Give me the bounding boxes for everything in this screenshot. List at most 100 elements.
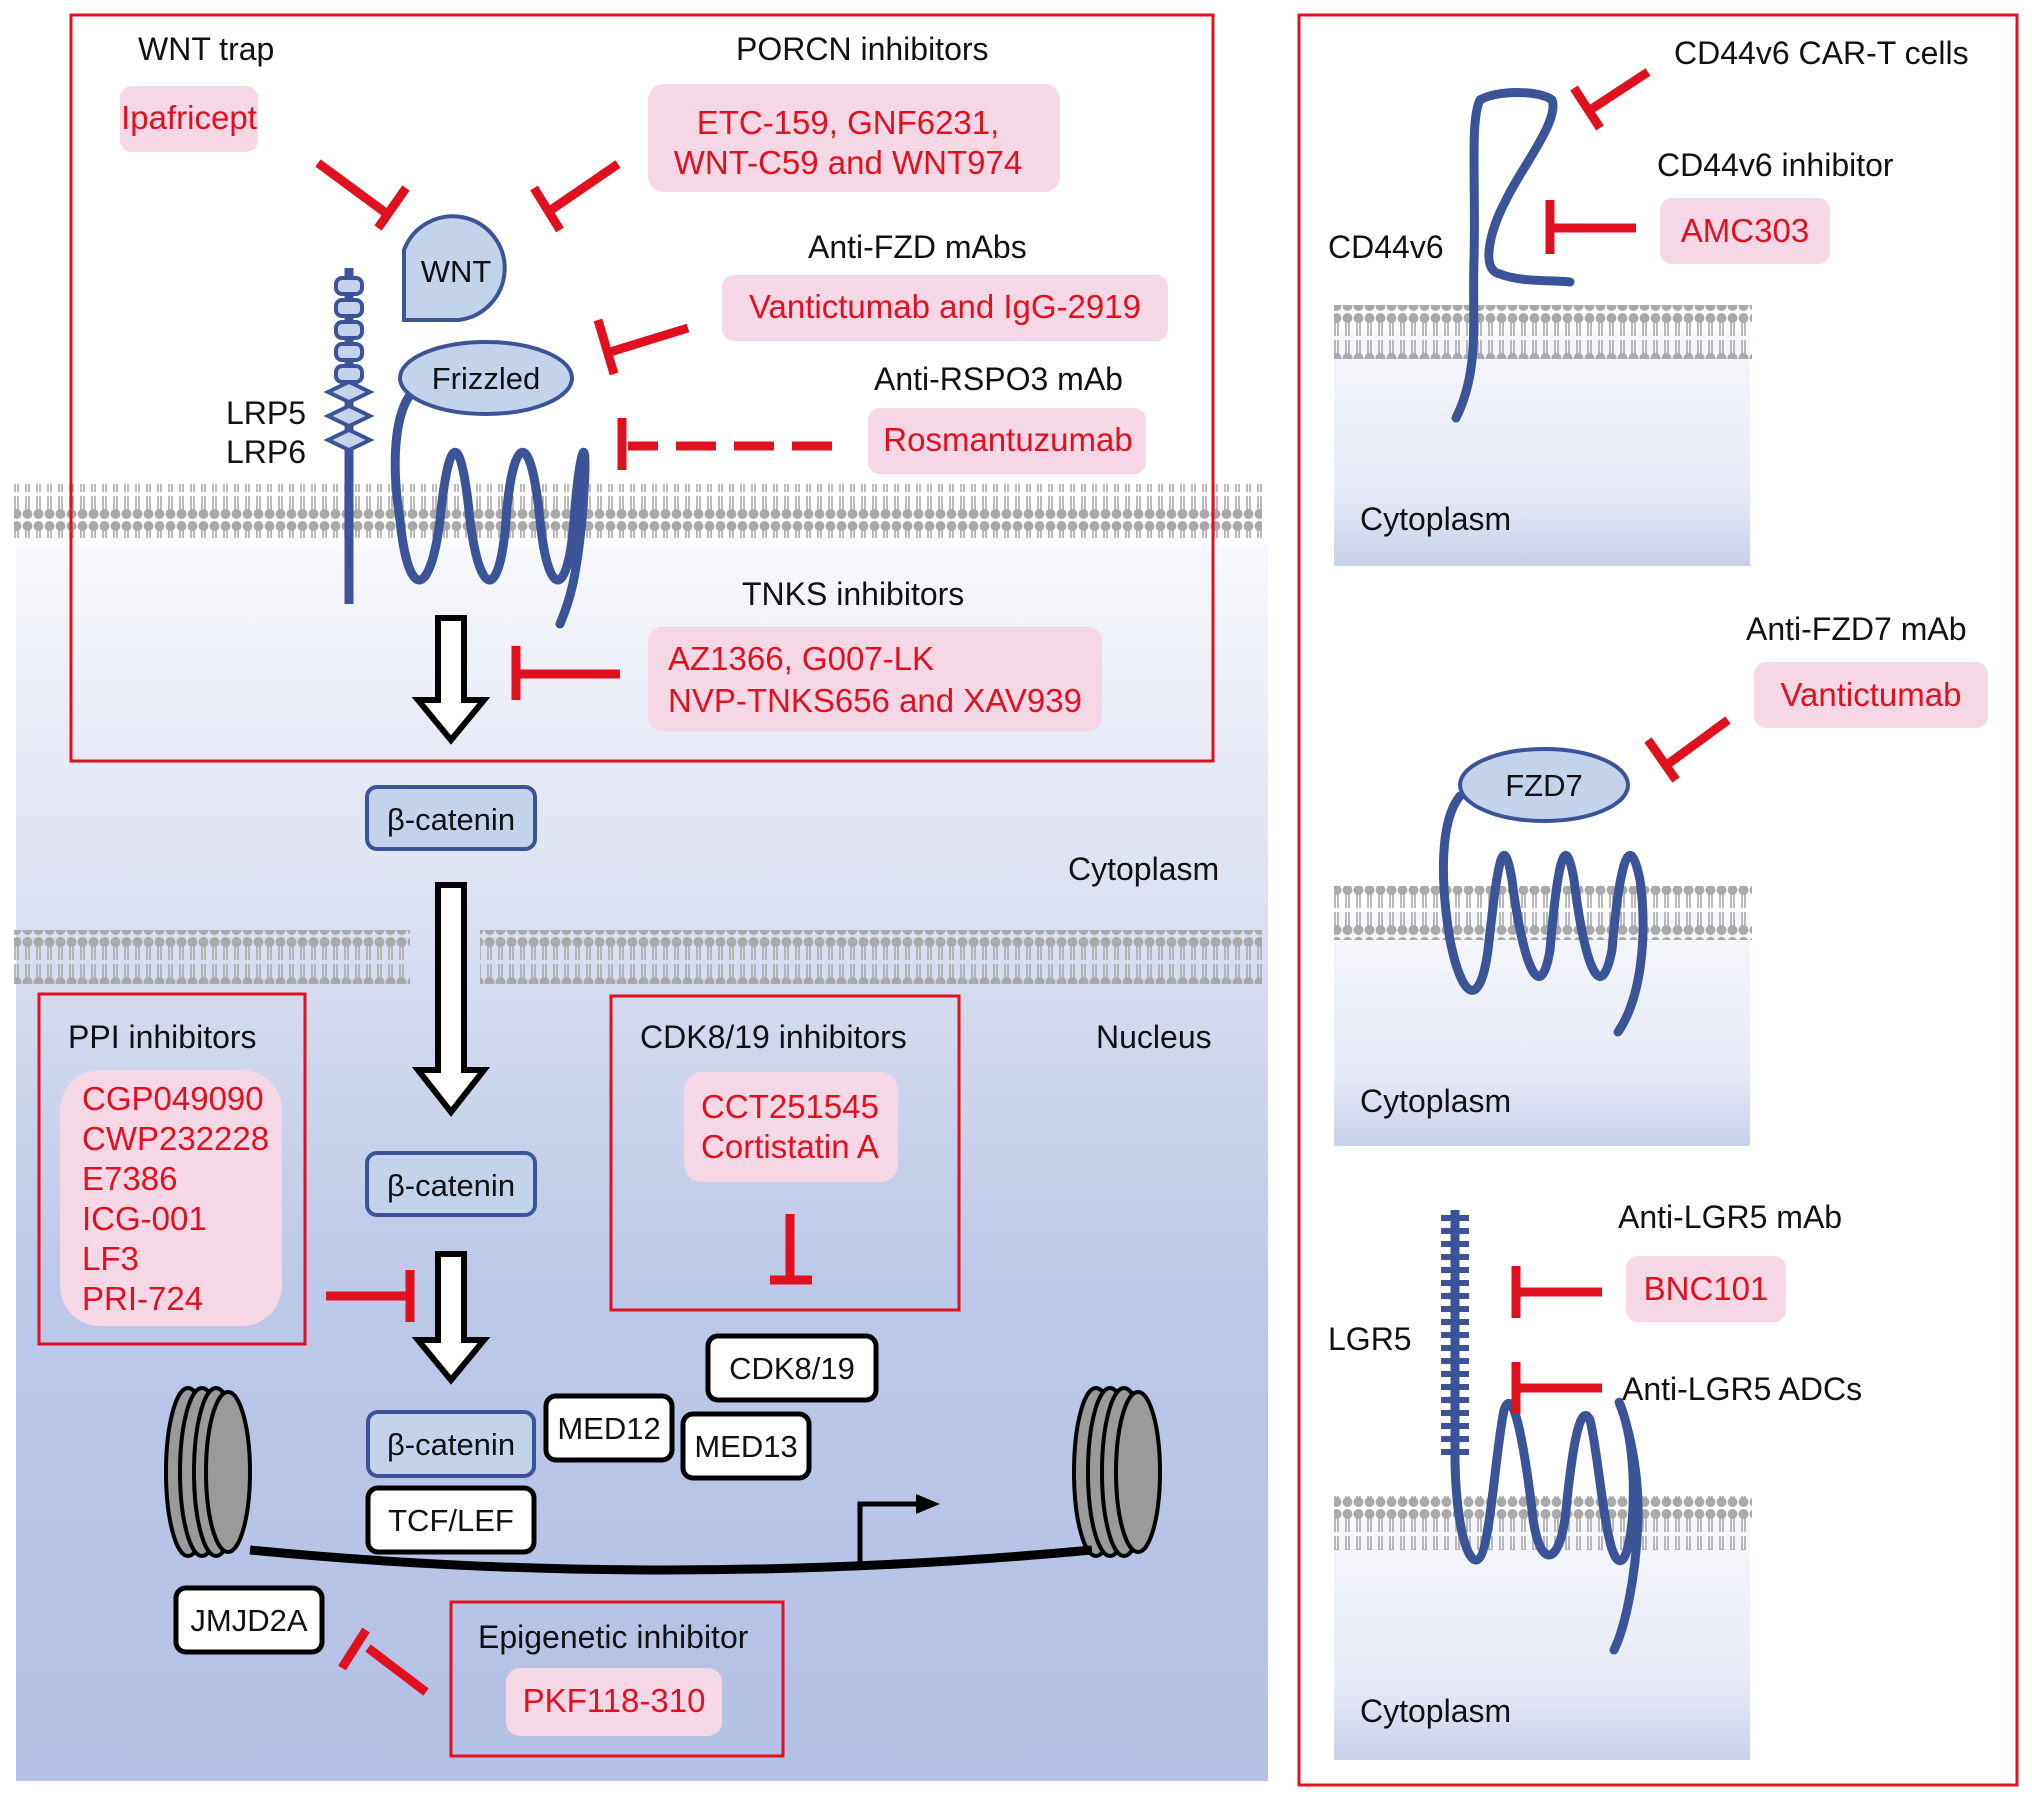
ppi-inhibitors-frame (37, 992, 307, 1346)
inhibit-epigenetic-icon (338, 1627, 429, 1696)
cytoplasm-label: Cytoplasm (1360, 1693, 1511, 1729)
ppi-title: PPI inhibitors (68, 1019, 257, 1055)
drug-item: E7386 (82, 1160, 177, 1197)
drug-box-vantictumab (1754, 662, 1988, 728)
drug-item: CGP049090 (82, 1080, 264, 1117)
drug-box-ipafricept: Ipafricept (120, 86, 258, 152)
wnt-label: WNT (421, 254, 492, 289)
lgr5-section: LGR5 Anti-LGR5 mAb BNC101 Anti-LGR5 ADCs… (1328, 1199, 1862, 1760)
nucleus-label: Nucleus (1096, 1019, 1212, 1055)
dna-strand (249, 1545, 1093, 1575)
svg-text:TCF/LEF: TCF/LEF (388, 1503, 514, 1538)
drug-bnc101: BNC101 (1644, 1270, 1769, 1307)
drug-item: CWP232228 (82, 1120, 269, 1157)
fzd7-section: FZD7 Anti-FZD7 mAb Vantictumab Cytoplasm (1334, 611, 1988, 1146)
nuclear-membrane-left (14, 930, 410, 984)
inhibit-bnc101-icon (1511, 1266, 1602, 1318)
arrow-down-icon (411, 882, 491, 1117)
ppi-drug-list: CGP049090 CWP232228 E7386 ICG-001 LF3 PR… (82, 1080, 269, 1317)
drug-tnks-line1: AZ1366, G007-LK (668, 640, 934, 677)
svg-text:β-catenin: β-catenin (387, 1168, 515, 1203)
membrane (1334, 305, 1752, 359)
wnt-ligand: WNT (402, 214, 507, 322)
jmjd2a-box: JMJD2A (173, 1585, 325, 1655)
car-t-label: CD44v6 CAR-T cells (1674, 35, 1969, 71)
inhibit-amc303-icon (1545, 200, 1636, 254)
anti-lgr5-mab-title: Anti-LGR5 mAb (1618, 1199, 1842, 1235)
inhibit-cdk-icon (770, 1214, 812, 1285)
drug-ipafricept: Ipafricept (121, 99, 257, 136)
transcription-start-icon (857, 1494, 940, 1570)
drug-box-amc303 (1660, 198, 1830, 264)
beta-catenin-cytoplasm: β-catenin (365, 785, 537, 851)
drug-box-anti-fzd: Vantictumab and IgG-2919 (722, 275, 1168, 341)
anti-lgr5-adc-label: Anti-LGR5 ADCs (1622, 1371, 1862, 1407)
drug-box-bnc101 (1626, 1256, 1786, 1322)
drug-porcn-line2: WNT-C59 and WNT974 (674, 144, 1022, 181)
right-panel-frame (1297, 13, 2019, 1787)
membrane (1334, 1496, 1752, 1550)
anti-fzd-title: Anti-FZD mAbs (808, 229, 1027, 265)
frizzled-label: Frizzled (432, 361, 541, 396)
lgr5-protein (1441, 1210, 1643, 1655)
inhibit-anti-fzd-icon (593, 318, 690, 376)
drug-vantictumab-igg: Vantictumab and IgG-2919 (749, 288, 1141, 325)
fzd7-protein (1438, 791, 1648, 1037)
inhibit-rspo3-icon (617, 418, 832, 470)
epigenetic-inhibitor-frame (449, 1600, 785, 1758)
drug-tnks-line2: NVP-TNKS656 and XAV939 (668, 682, 1082, 719)
arrow-down-icon (411, 615, 491, 745)
cdk-inhibitors-frame (609, 994, 961, 1312)
lrp5-label: LRP5 (226, 395, 306, 431)
cdk819-box: CDK8/19 (705, 1333, 879, 1403)
cytoplasm-label: Cytoplasm (1360, 501, 1511, 537)
drug-porcn-line1: ETC-159, GNF6231, (697, 104, 1000, 141)
cytoplasm-label: Cytoplasm (1360, 1083, 1511, 1119)
beta-catenin-nucleus: β-catenin (365, 1151, 537, 1217)
inhibit-porcn-icon (530, 160, 621, 233)
drug-cct251545: CCT251545 (701, 1088, 879, 1125)
nucleosome-right (1072, 1386, 1162, 1558)
beta-catenin-complex: β-catenin (366, 1410, 536, 1478)
svg-text:MED12: MED12 (557, 1411, 660, 1446)
inhibit-ppi-icon (326, 1270, 415, 1322)
drug-item: ICG-001 (82, 1200, 207, 1237)
nuclear-membrane-right (480, 930, 1262, 984)
tcf-lef-box: TCF/LEF (365, 1485, 537, 1555)
drug-vantictumab: Vantictumab (1781, 676, 1962, 713)
cytoplasm-label: Cytoplasm (1068, 851, 1219, 887)
svg-text:MED13: MED13 (694, 1429, 797, 1464)
cytoplasm-region (1334, 1520, 1750, 1760)
cd44v6-section: CD44v6 CD44v6 CAR-T cells CD44v6 inhibit… (1328, 35, 1969, 566)
lrp5-lrp6-receptor (323, 268, 375, 604)
svg-text:β-catenin: β-catenin (387, 802, 515, 837)
signal-arrows (411, 615, 491, 1385)
fzd7-label: FZD7 (1505, 768, 1583, 803)
membrane (1334, 886, 1752, 940)
lrp6-label: LRP6 (226, 434, 306, 470)
extracellular-inhibitors-frame (69, 13, 1215, 763)
frizzled-receptor: Frizzled (390, 340, 590, 629)
arrow-down-icon (411, 1251, 491, 1385)
cd44v6-protein (1451, 88, 1575, 423)
drug-box-rosmantuzumab: Rosmantuzumab (868, 408, 1146, 474)
cdk-drug-box (684, 1072, 898, 1182)
inhibition-arrows-top (315, 159, 832, 700)
inhibit-tnks-icon (511, 646, 620, 700)
svg-text:β-catenin: β-catenin (387, 1427, 515, 1462)
inhibit-fzd7-icon (1644, 716, 1731, 783)
plasma-membrane (14, 484, 1262, 538)
drug-pkf118-310: PKF118-310 (523, 1682, 706, 1719)
cdk-title: CDK8/19 inhibitors (640, 1019, 907, 1055)
epigenetic-drug-box (506, 1668, 722, 1736)
drug-box-tnks: AZ1366, G007-LK NVP-TNKS656 and XAV939 (648, 627, 1102, 731)
wnt-trap-title: WNT trap (138, 31, 274, 67)
svg-text:JMJD2A: JMJD2A (190, 1603, 307, 1638)
tnks-title: TNKS inhibitors (742, 576, 964, 612)
lgr5-label: LGR5 (1328, 1321, 1412, 1357)
med13-box: MED13 (680, 1411, 812, 1481)
epigenetic-title: Epigenetic inhibitor (478, 1619, 749, 1655)
drug-amc303: AMC303 (1681, 212, 1809, 249)
cytoplasm-region (1334, 330, 1750, 566)
svg-text:CDK8/19: CDK8/19 (729, 1351, 855, 1386)
